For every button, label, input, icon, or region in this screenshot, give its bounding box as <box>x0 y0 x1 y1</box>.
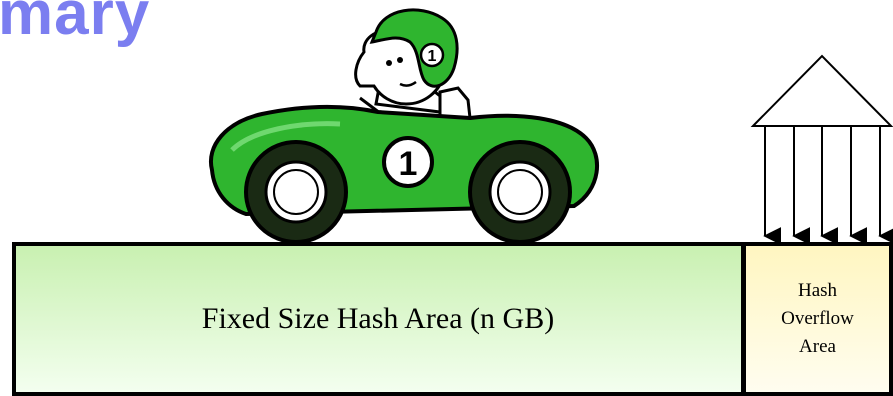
fixed-hash-area-label: Fixed Size Hash Area (n GB) <box>14 244 742 394</box>
helmet-number: 1 <box>428 48 437 65</box>
overflow-label-line-1: Hash <box>798 277 837 305</box>
hash-overflow-area-label: Hash Overflow Area <box>744 244 891 394</box>
columned-temple-icon <box>753 56 891 236</box>
overflow-label-line-3: Area <box>799 333 836 361</box>
overflow-label-line-2: Overflow <box>781 305 854 333</box>
race-car-icon: 1 1 <box>211 10 597 242</box>
car-number: 1 <box>399 145 418 183</box>
front-wheel <box>246 142 346 242</box>
rear-wheel <box>470 142 570 242</box>
